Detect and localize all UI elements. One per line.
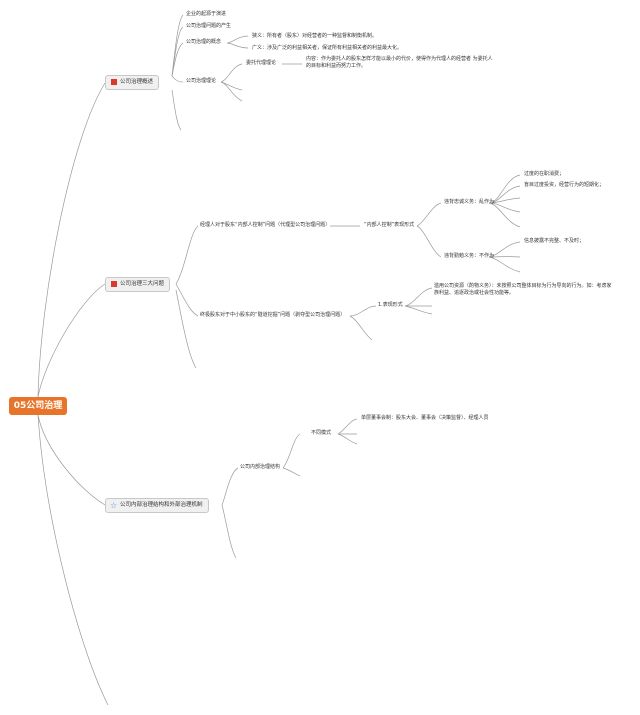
node-single-board[interactable]: 单层董事会制：股东大会、董事会（决策监督）、经理人员: [361, 415, 489, 421]
node-concept[interactable]: 公司治理的概念: [186, 39, 222, 45]
branch-governance-structure-label: 公司内部治理结构和外部治理机制: [120, 502, 203, 508]
node-loyalty-item-1[interactable]: 过度的在职消费；: [524, 171, 565, 177]
node-agency-theory[interactable]: 委托代理理论: [246, 60, 277, 66]
red-flag-icon: [111, 79, 117, 85]
node-loyalty[interactable]: 违背忠诚义务：乱作为: [444, 199, 495, 205]
connector-root-tail: [37, 414, 109, 706]
node-insider-control[interactable]: 经理人对于股东“内部人控制”问题（代理型公司治理问题）: [200, 222, 331, 228]
branch-overview-label: 公司治理概述: [120, 79, 154, 85]
connector-root-branch3: [37, 414, 106, 506]
node-diligence-item-1[interactable]: 信息披露不完整、不及时；: [524, 238, 585, 244]
root-node[interactable]: 05公司治理: [9, 397, 67, 415]
connector-root-branch2: [37, 283, 106, 398]
branch-governance-structure[interactable]: ☆ 公司内部治理结构和外部治理机制: [105, 498, 209, 513]
star-icon: ☆: [110, 501, 118, 510]
red-flag-icon: [111, 281, 117, 287]
node-concept-broad[interactable]: 广义：涉及广泛的利益相关者，保证所有利益相关者的利益最大化。: [252, 45, 403, 51]
branch-three-problems[interactable]: 公司治理三大问题: [105, 277, 171, 292]
node-loyalty-item-2[interactable]: 盲目过度投资，经营行为的短期化；: [524, 182, 605, 188]
node-resource-misuse[interactable]: 滥用公司资源（酌物义务）：未按照公司整体目标为行为导向的行为。如：考虑家族利益、…: [434, 283, 612, 296]
node-internal-structure[interactable]: 公司内部治理结构: [240, 464, 281, 470]
node-agency-content[interactable]: 内容：作为委托人的股东怎样才能以最小的代价，使得作为代理人的经营者 为委托人的目…: [306, 56, 493, 69]
branch-three-problems-label: 公司治理三大问题: [120, 281, 165, 287]
node-tunneling-forms[interactable]: 1.表现形式: [378, 302, 403, 308]
node-origin[interactable]: 公司治理问题的产生: [186, 23, 232, 29]
node-modes[interactable]: 不同模式: [311, 430, 332, 436]
node-tunneling[interactable]: 终极股东对于中小股东的“隧道挖掘”问题（剥夺型公司治理问题）: [200, 312, 346, 318]
node-diligence[interactable]: 违背勤勉义务：不作为: [444, 253, 495, 259]
node-insider-forms[interactable]: “内部人控制”表现形式: [364, 222, 415, 228]
node-concept-narrow[interactable]: 狭义：所有者（股东）对经营者的一种监督和制衡机制。: [252, 33, 378, 39]
node-evolution[interactable]: 企业的起源于演进: [186, 11, 227, 17]
connector-root-branch1: [37, 82, 106, 398]
node-theory[interactable]: 公司治理理论: [186, 78, 217, 84]
branch-overview[interactable]: 公司治理概述: [105, 75, 160, 90]
